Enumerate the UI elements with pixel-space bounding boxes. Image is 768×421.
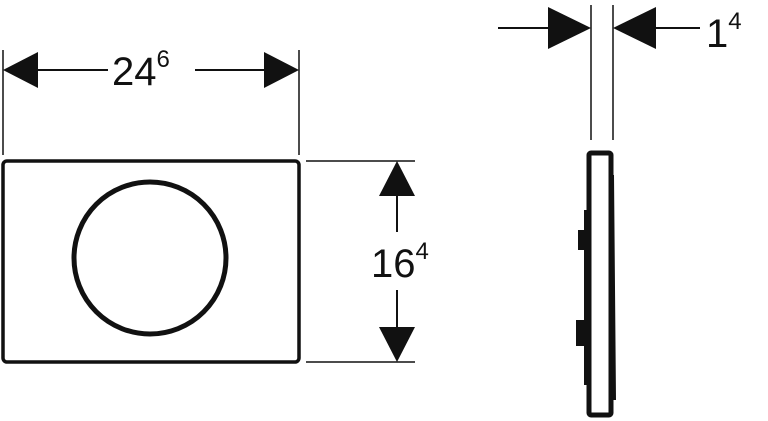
front-plate — [1, 159, 301, 364]
arrow-right-icon — [264, 52, 299, 88]
arrow-left-icon — [3, 52, 38, 88]
flush-button-ring — [71, 179, 229, 337]
arrow-down-icon — [379, 327, 415, 362]
arrow-left-icon — [613, 7, 656, 49]
width-dimension-label: 246 — [112, 46, 170, 94]
side-view-plate — [586, 150, 614, 418]
side-view-lug — [576, 320, 588, 346]
side-view-lug — [578, 230, 588, 250]
depth-dimension-label: 14 — [706, 8, 742, 56]
height-dimension-label: 164 — [371, 238, 429, 286]
arrow-right-icon — [548, 7, 591, 49]
arrow-up-icon — [379, 161, 415, 196]
